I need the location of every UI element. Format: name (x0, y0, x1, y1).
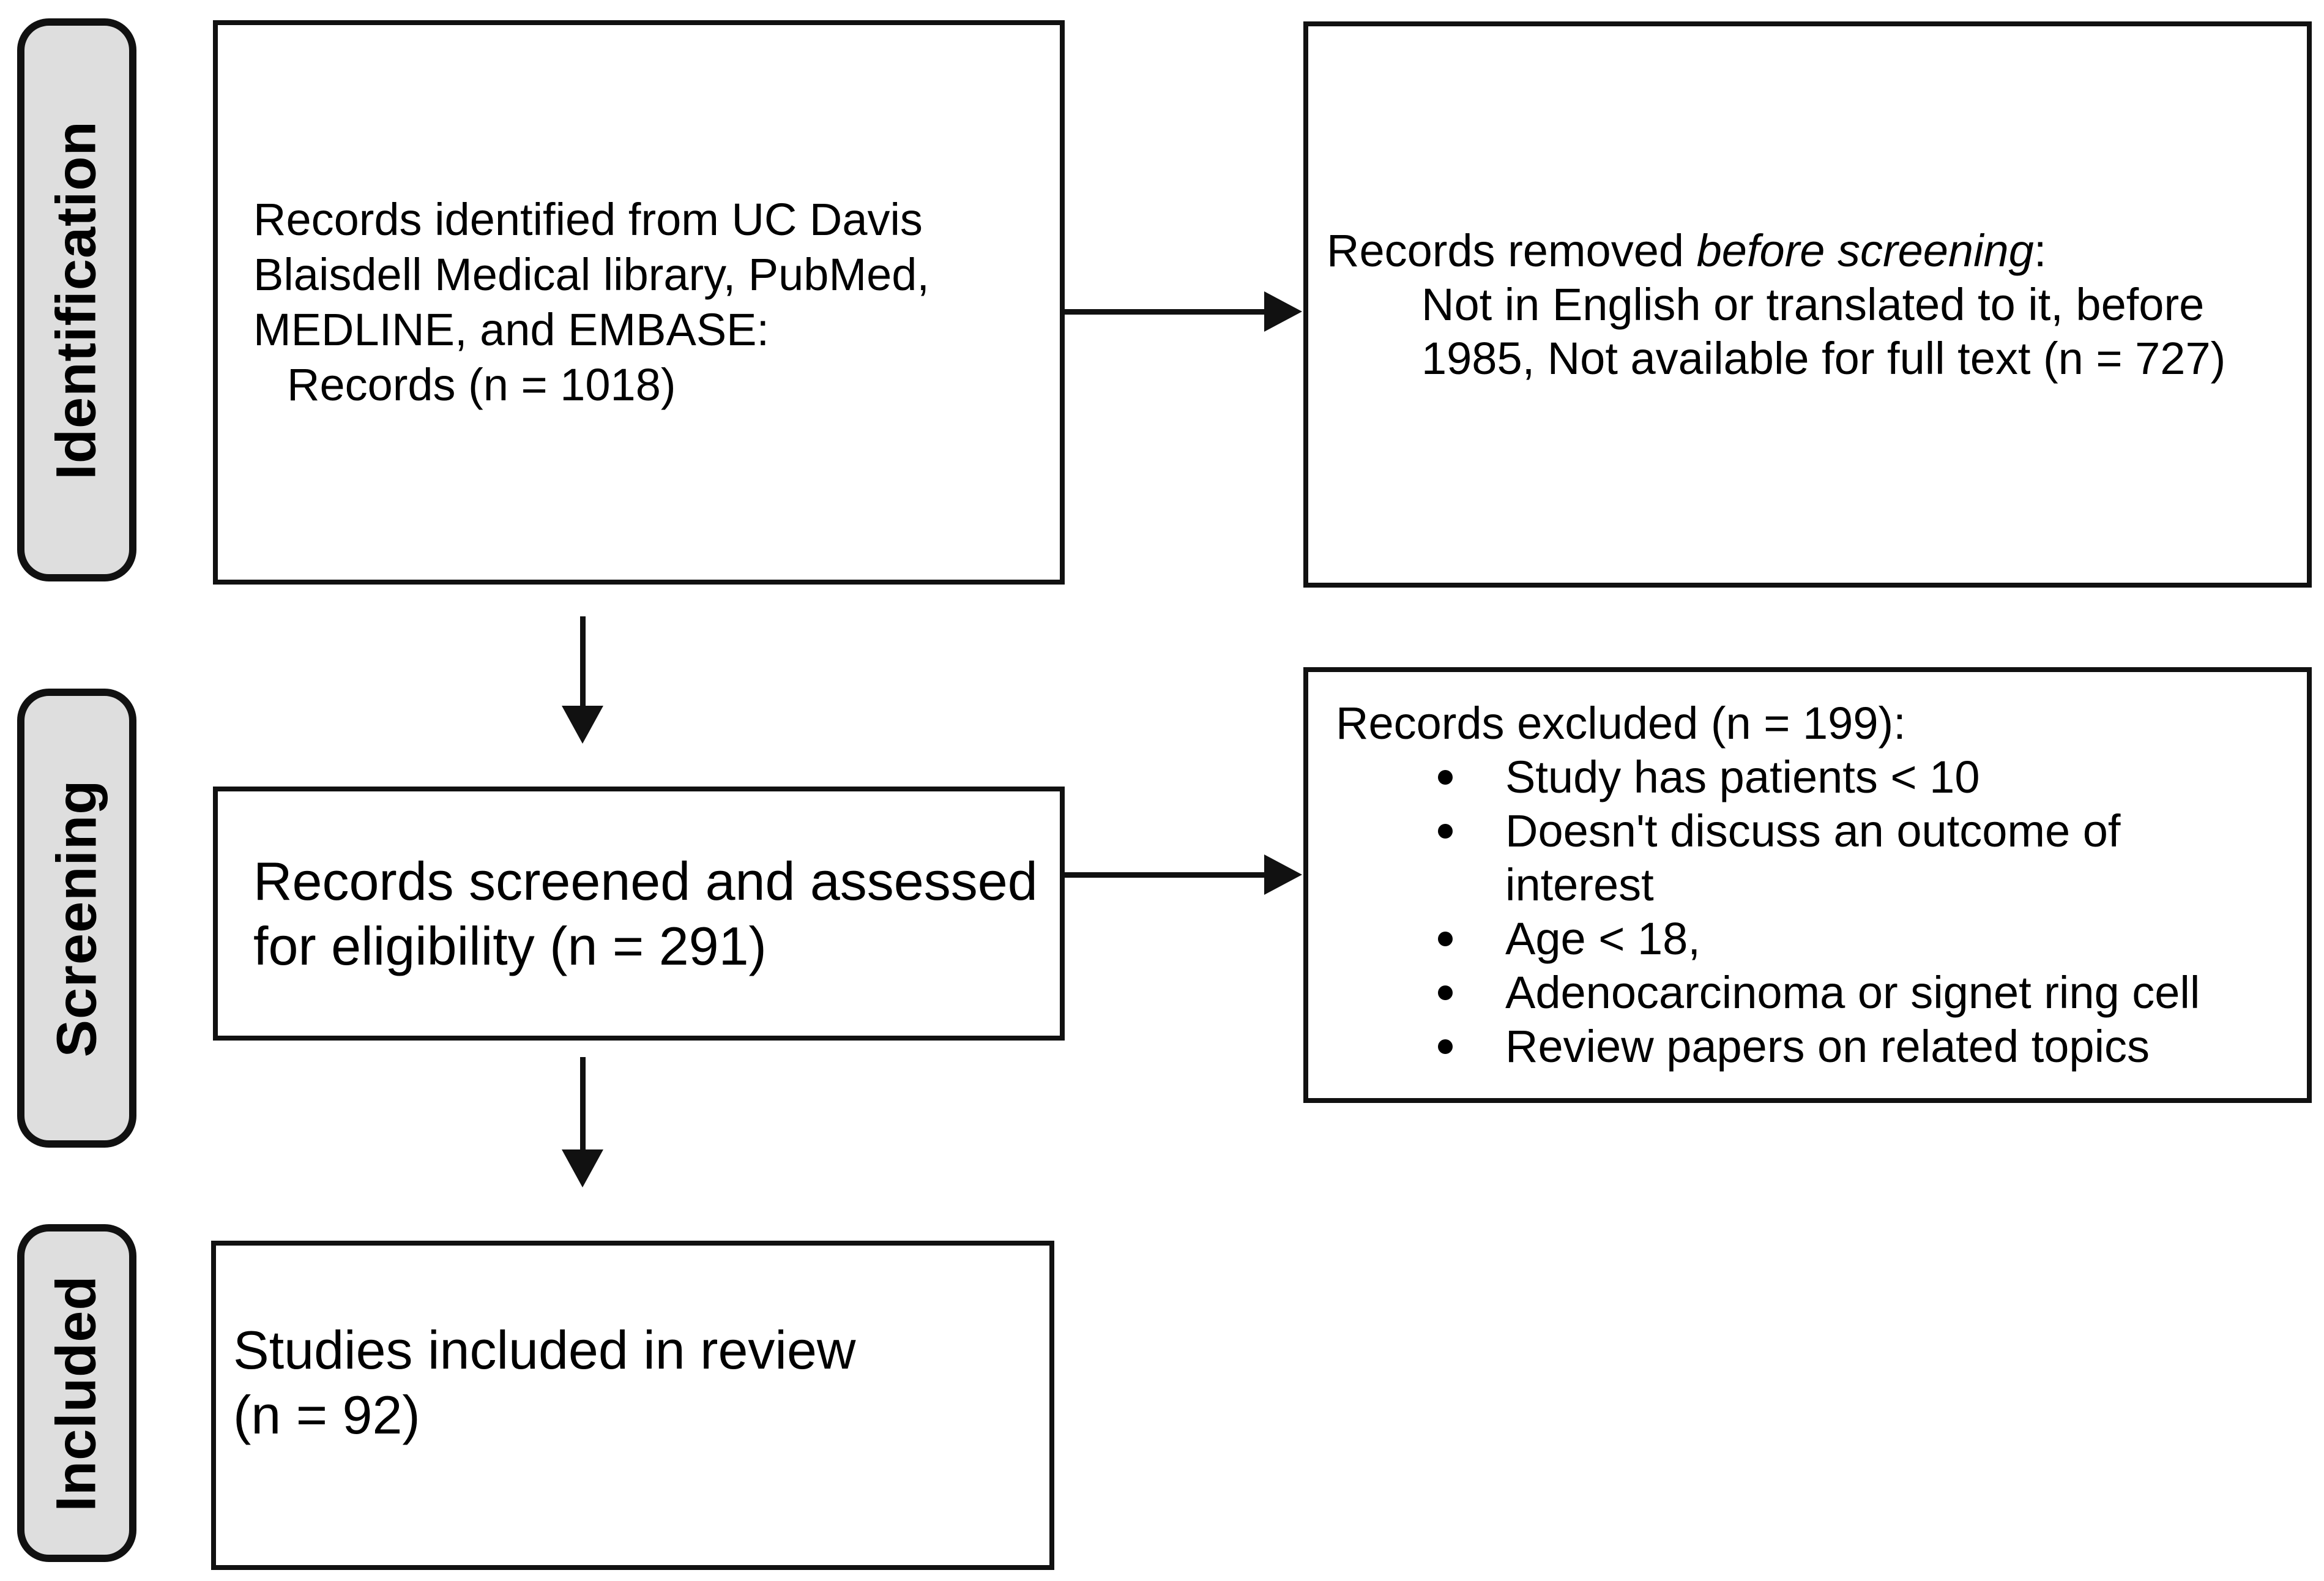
arrow-line (1065, 872, 1267, 878)
arrow-down-icon (562, 706, 603, 744)
records-excluded-header: Records excluded (n = 199): (1336, 698, 1906, 749)
stage-screening: Screening (17, 689, 136, 1148)
records-screened-text: Records screened and assessed for eligib… (218, 791, 1060, 1036)
arrow-line (580, 616, 586, 708)
records-removed-emphasis: before screening (1696, 225, 2034, 276)
records-removed-colon: : (2033, 225, 2047, 276)
stage-included: Included (17, 1224, 136, 1562)
stage-included-label: Included (45, 1274, 108, 1512)
studies-included-line: Studies included in review (233, 1320, 856, 1380)
records-screened-line: Records screened and assessed (253, 850, 1038, 911)
arrow-right-icon (1264, 291, 1302, 332)
records-excluded-item: Adenocarcinoma or signet ring cell (1336, 966, 2289, 1020)
box-records-removed: Records removed before screening: Not in… (1303, 21, 2312, 588)
arrow-right-icon (1264, 854, 1302, 895)
records-excluded-item: Study has patients < 10 (1336, 750, 2289, 804)
records-excluded-item: Review papers on related topics (1336, 1020, 2289, 1074)
records-removed-reason: Not in English or translated to it, befo… (1421, 278, 2205, 330)
records-screened-line: for eligibility (n = 291) (253, 915, 767, 976)
box-records-excluded: Records excluded (n = 199): Study has pa… (1303, 667, 2312, 1103)
studies-included-line: (n = 92) (233, 1385, 420, 1445)
records-excluded-item-text: Study has patients < 10 (1505, 752, 1980, 802)
arrow-line (580, 1057, 586, 1152)
studies-included-text: Studies included in review (n = 92) (216, 1246, 1049, 1448)
box-records-screened: Records screened and assessed for eligib… (213, 787, 1065, 1041)
records-identified-count: Records (n = 1018) (287, 359, 676, 410)
box-studies-included: Studies included in review (n = 92) (211, 1241, 1054, 1570)
records-identified-text: Records identified from UC Davis Blaisde… (218, 25, 1060, 580)
box-records-identified: Records identified from UC Davis Blaisde… (213, 20, 1065, 585)
records-removed-lead: Records removed (1327, 225, 1697, 276)
records-removed-reason: 1985, Not available for full text (n = 7… (1421, 332, 2226, 384)
records-excluded-item-text: Age < 18, (1505, 913, 1700, 964)
stage-identification: Identification (17, 18, 136, 581)
records-removed-text: Records removed before screening: Not in… (1308, 26, 2307, 583)
arrow-down-icon (562, 1149, 603, 1187)
bullet-icon (1438, 824, 1453, 839)
records-excluded-item: Age < 18, (1336, 912, 2289, 966)
bullet-icon (1438, 770, 1453, 785)
records-identified-line: Blaisdell Medical library, PubMed, (253, 249, 929, 300)
bullet-icon (1438, 1039, 1453, 1054)
records-excluded-item-text: Doesn't discuss an outcome of interest (1505, 805, 2121, 910)
records-excluded-item: Doesn't discuss an outcome of interest (1336, 804, 2289, 912)
stage-screening-label: Screening (45, 779, 108, 1057)
records-identified-line: MEDLINE, and EMBASE: (253, 304, 770, 355)
records-excluded-item-text: Review papers on related topics (1505, 1021, 2150, 1072)
records-removed-header: Records removed before screening: (1327, 224, 2295, 278)
bullet-icon (1438, 932, 1453, 946)
arrow-line (1065, 309, 1267, 315)
records-excluded-item-text: Adenocarcinoma or signet ring cell (1505, 967, 2200, 1018)
records-identified-line: Records identified from UC Davis (253, 194, 923, 245)
stage-identification-label: Identification (45, 120, 108, 480)
bullet-icon (1438, 985, 1453, 1000)
records-excluded-text: Records excluded (n = 199): Study has pa… (1308, 672, 2307, 1074)
